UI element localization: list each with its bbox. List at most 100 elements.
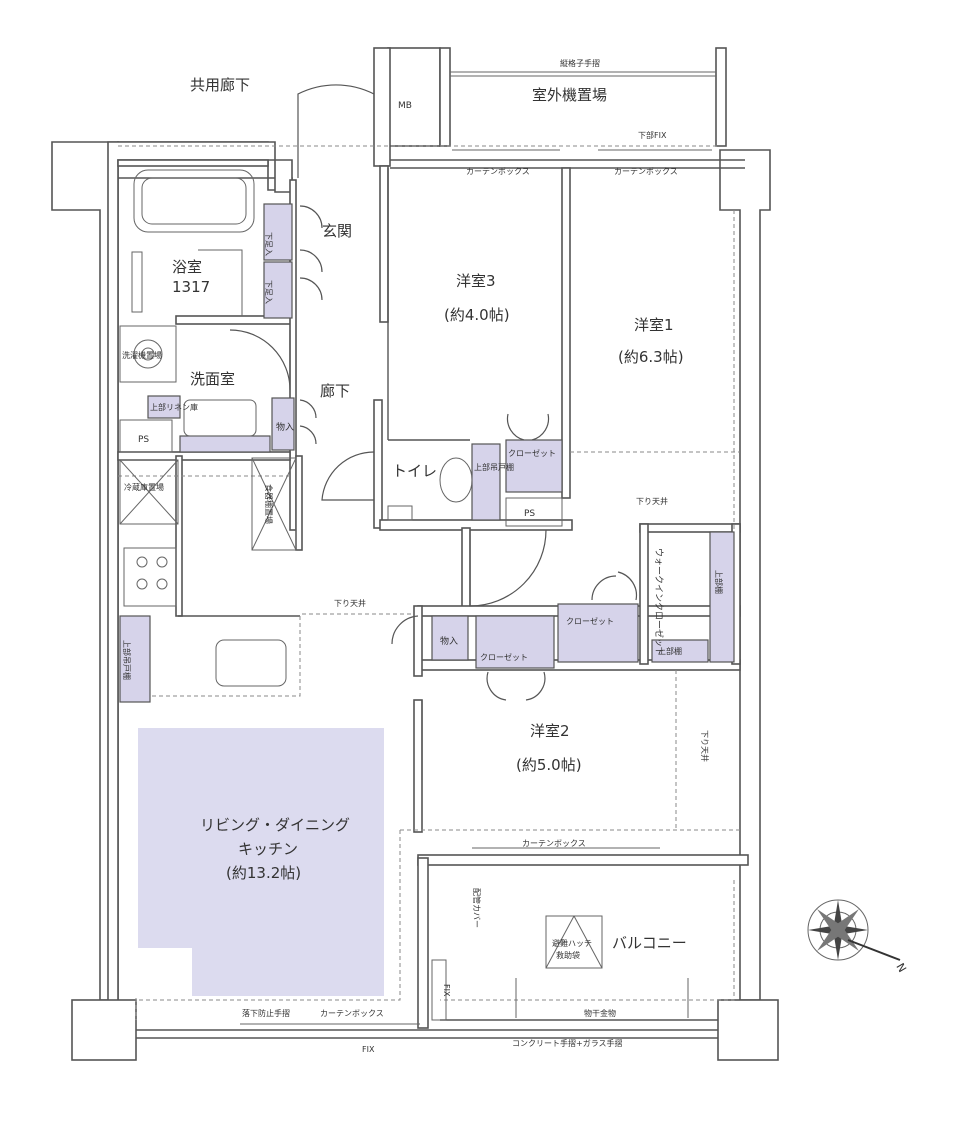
label-evac-hatch: 避難ハッチ [552, 938, 592, 948]
bathtub [133, 169, 255, 233]
closet-western2-b [557, 603, 639, 663]
shoe-cabinet-upper [263, 203, 293, 261]
label-washroom: 洗面室 [190, 370, 235, 388]
ldk-area [138, 728, 384, 996]
storage-corridor-door[interactable] [391, 615, 419, 645]
label-corridor: 廊下 [320, 382, 350, 400]
label-upper-linen: 上部リネン庫 [150, 402, 198, 412]
label-washer-area: 洗濯機置場 [122, 350, 162, 360]
label-walkin-closet: ウォークインクローゼット [653, 548, 665, 656]
storage-corridor [431, 615, 469, 661]
upper-cabinet-kitchen [119, 615, 151, 703]
dashed-lines [118, 145, 740, 1020]
label-ldk-line1: リビング・ダイニング [200, 816, 350, 834]
walkin-doors[interactable] [591, 571, 638, 601]
doors[interactable] [229, 84, 638, 780]
label-upper-cabinet-kitchen: 上部吊戸棚 [122, 640, 132, 680]
upper-linen-shelf [147, 395, 181, 419]
column-bottom-left [71, 999, 137, 1061]
label-upper-shelf-bottom: 上部棚 [658, 646, 682, 656]
label-western1-size: (約6.3帖) [618, 348, 684, 366]
label-lowered-ceiling-3: 下り天井 [700, 730, 710, 762]
label-ac-unit-area: 室外機置場 [532, 86, 607, 104]
label-lower-fix: 下部FIX [638, 130, 667, 140]
label-fridge-area: 冷蔵庫置場 [124, 482, 164, 492]
toilet-tank [387, 505, 413, 521]
label-western3-size: (約4.0帖) [444, 306, 510, 324]
mb-block [387, 47, 441, 147]
label-balcony: バルコニー [612, 934, 687, 952]
label-ps-toilet: PS [524, 509, 535, 519]
label-curtain-box-1: カーテンボックス [466, 167, 530, 176]
wash-basin [183, 399, 257, 437]
label-vertical-railing: 縦格子手摺 [560, 58, 600, 68]
shoe-cabinet-doors[interactable] [299, 205, 323, 301]
storage-blocks [119, 203, 735, 703]
kitchen-sink [215, 639, 287, 687]
wash-counter [179, 435, 271, 453]
label-food-storage: 食器棚置場 [264, 484, 274, 524]
label-toilet: トイレ [392, 462, 437, 480]
western2-door-top[interactable] [469, 529, 547, 607]
label-ldk-size: (約13.2帖) [226, 864, 301, 882]
label-lowered-ceiling-2: 下り天井 [334, 598, 366, 608]
label-storage-wash: 物入 [276, 421, 294, 433]
label-closet-western2-a: クローゼット [480, 652, 528, 662]
upper-shelf-bottom [651, 639, 709, 663]
label-closet-western2-b: クローゼット [566, 616, 614, 626]
label-bathroom: 浴室 [172, 258, 202, 276]
label-curtain-box-4: カーテンボックス [320, 1009, 384, 1018]
label-pipe-cover: 配管カバー [472, 888, 482, 928]
label-shoe-cabinet-2: 下足入 [264, 280, 273, 304]
fixtures [119, 149, 712, 1025]
label-fix-bottom: FIX [362, 1045, 375, 1054]
label-western2: 洋室2 [530, 722, 570, 740]
upper-shelf-right [709, 531, 735, 663]
ps-toilet [505, 497, 563, 527]
label-bathroom-size: 1317 [172, 278, 210, 296]
food-storage [251, 457, 297, 551]
label-fall-railing: 落下防止手摺 [242, 1008, 290, 1018]
closet-western3 [505, 439, 563, 493]
label-common-corridor: 共用廊下 [190, 76, 250, 94]
column-bottom-right [717, 999, 779, 1061]
label-curtain-box-3: カーテンボックス [522, 839, 586, 848]
toilet-door[interactable] [321, 451, 375, 501]
upper-cabinet-toilet [471, 443, 501, 521]
label-storage-corridor: 物入 [440, 635, 458, 647]
washer [119, 325, 177, 383]
label-lowered-ceiling-1: 下り天井 [636, 496, 668, 506]
stove [123, 547, 177, 607]
label-drying-hardware: 物干金物 [584, 1008, 616, 1018]
label-shoe-cabinet-1: 下足入 [264, 232, 273, 256]
front-door[interactable] [297, 84, 375, 178]
ps-wash [119, 419, 173, 453]
storage-doors[interactable] [299, 399, 317, 445]
compass-icon [807, 899, 901, 961]
closet-western3-doors[interactable] [506, 413, 550, 441]
building-walls [51, 47, 779, 1061]
label-western3: 洋室3 [456, 272, 496, 290]
label-curtain-box-2: カーテンボックス [614, 167, 678, 176]
washroom-door[interactable] [229, 329, 291, 391]
label-north: N [893, 961, 908, 975]
toilet-bowl [439, 457, 473, 503]
label-closet-western3: クローゼット [508, 448, 556, 458]
label-concrete-railing: コンクリート手摺+ガラス手摺 [512, 1038, 623, 1048]
label-mb: MB [398, 101, 412, 111]
label-fix-side: FIX [442, 984, 451, 997]
room-labels: 共用廊下 MB 室外機置場 縦格子手摺 下部FIX カーテンボックス カーテンボ… [122, 58, 909, 1054]
label-ldk-line2: キッチン [238, 840, 298, 858]
label-entrance: 玄関 [322, 222, 352, 240]
label-western1: 洋室1 [634, 316, 674, 334]
label-evac-ladder: 救助袋 [556, 950, 580, 960]
label-upper-cabinet-toilet: 上部吊戸棚 [474, 462, 514, 472]
label-western2-size: (約5.0帖) [516, 756, 582, 774]
shoe-cabinet-lower [263, 261, 293, 319]
fridge-area [119, 459, 179, 525]
closet-western2-doors[interactable] [486, 671, 546, 701]
label-upper-shelf-right: 上部棚 [714, 570, 724, 594]
storage-washroom [271, 397, 295, 451]
label-ps-wash: PS [138, 435, 149, 445]
